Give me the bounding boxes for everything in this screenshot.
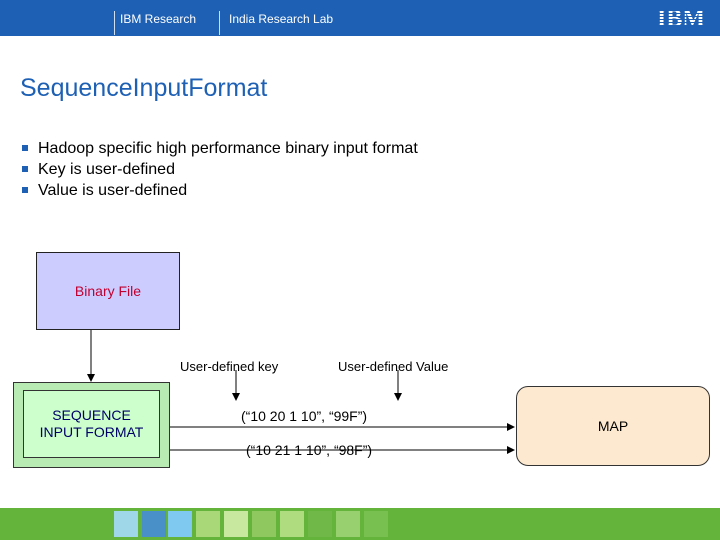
page-title: SequenceInputFormat (20, 74, 268, 102)
footer-tile (114, 511, 138, 537)
footer-tile (280, 511, 304, 537)
header-divider (219, 11, 220, 35)
header-org: IBM Research (120, 12, 197, 26)
footer-tile (142, 511, 166, 537)
map-label: MAP (597, 418, 629, 434)
binary-file-label: Binary File (74, 283, 142, 299)
bullet-marker-icon (22, 187, 28, 193)
ibm-logo-text: IBM (657, 6, 705, 29)
footer-tile (196, 511, 220, 537)
bullet-item: Value is user-defined (22, 180, 418, 201)
header-lab: India Research Lab (229, 12, 334, 26)
header-bar: IBM Research India Research Lab IBM (0, 0, 720, 36)
footer-image-strip (0, 508, 720, 540)
footer-tile (308, 511, 332, 537)
sequence-input-format-box: SEQUENCE INPUT FORMAT (23, 390, 160, 458)
ibm-logo-icon: IBM (657, 6, 705, 29)
binary-file-box: Binary File (36, 252, 180, 330)
footer-tile (252, 511, 276, 537)
footer-tile (224, 511, 248, 537)
key-label: User-defined key (180, 359, 279, 374)
sequence-input-format-label: SEQUENCE INPUT FORMAT (39, 407, 144, 440)
record-tuple-2: (“10 21 1 10”, “98F”) (246, 442, 373, 458)
bullet-marker-icon (22, 145, 28, 151)
map-box: MAP (516, 386, 710, 466)
bullet-item: Hadoop specific high performance binary … (22, 138, 418, 159)
record-tuple-1: (“10 20 1 10”, “99F”) (241, 408, 368, 424)
footer-tile (336, 511, 360, 537)
footer-tile (168, 511, 192, 537)
footer-tile (364, 511, 388, 537)
bullet-marker-icon (22, 166, 28, 172)
bullet-item: Key is user-defined (22, 159, 418, 180)
value-label: User-defined Value (338, 359, 449, 374)
bullet-list: Hadoop specific high performance binary … (22, 138, 418, 201)
header-divider (114, 11, 115, 35)
